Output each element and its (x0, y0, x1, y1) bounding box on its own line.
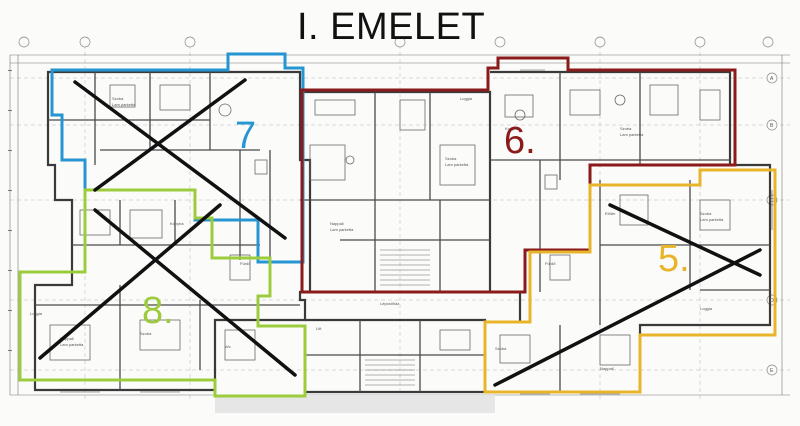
svg-text:D: D (770, 298, 774, 304)
svg-text:A: A (770, 76, 774, 82)
svg-text:Szoba: Szoba (700, 211, 712, 216)
page-title: I. EMELET (297, 6, 486, 48)
svg-text:Loggia: Loggia (460, 96, 473, 101)
unit-label-8: 8. (142, 290, 174, 332)
svg-text:Loggia: Loggia (30, 311, 43, 316)
svg-text:Lépcsőház: Lépcsőház (380, 301, 399, 306)
svg-text:Loggia: Loggia (700, 306, 713, 311)
svg-text:Lam parketta: Lam parketta (112, 102, 136, 107)
svg-text:Lam parketta: Lam parketta (620, 132, 644, 137)
room-annotations: Szoba Lam parketta Nappali Lam parketta … (30, 96, 724, 371)
svg-text:Szoba: Szoba (445, 156, 457, 161)
svg-text:B: B (770, 123, 774, 129)
svg-text:Konyha: Konyha (170, 221, 184, 226)
svg-text:Szoba: Szoba (495, 346, 507, 351)
furniture (49, 84, 731, 366)
svg-text:Lam parketta: Lam parketta (330, 227, 354, 232)
unit-5-outline (483, 168, 777, 394)
svg-text:Lift: Lift (316, 326, 322, 331)
svg-text:Nappali: Nappali (330, 221, 344, 226)
svg-text:Nappali: Nappali (600, 366, 614, 371)
svg-text:Lam parketta: Lam parketta (700, 217, 724, 222)
svg-text:Fürdő: Fürdő (240, 261, 251, 266)
svg-text:Lam parketta: Lam parketta (445, 162, 469, 167)
ground-strip (215, 395, 495, 413)
interior-walls (35, 72, 770, 392)
svg-text:Fürdő: Fürdő (545, 261, 556, 266)
svg-text:C: C (770, 198, 774, 204)
unit-label-6: 6. (504, 120, 536, 162)
grid-letter-labels: A B C D E (770, 76, 774, 374)
unit-6-outline (300, 56, 737, 294)
svg-text:Előtér: Előtér (605, 211, 616, 216)
unit-label-5: 5. (658, 238, 690, 280)
svg-text:Konyha: Konyha (505, 126, 519, 131)
crossed-out-marks (38, 78, 762, 387)
svg-text:E: E (770, 368, 774, 374)
svg-text:Szoba: Szoba (140, 331, 152, 336)
unit-label-7: 7 (235, 115, 257, 157)
svg-text:Nappali: Nappali (60, 336, 74, 341)
svg-text:Lam parketta: Lam parketta (60, 342, 84, 347)
svg-text:Szoba: Szoba (112, 96, 124, 101)
staircase (365, 249, 430, 386)
svg-text:Szoba: Szoba (620, 126, 632, 131)
svg-text:Wc: Wc (225, 344, 231, 349)
